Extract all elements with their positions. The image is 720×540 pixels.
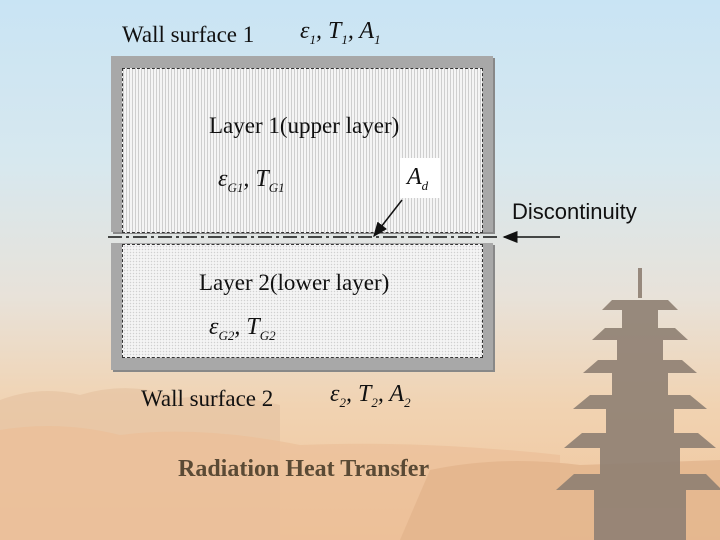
- area-d-box: [400, 158, 440, 198]
- area-d-pointer-arrow: [373, 199, 403, 238]
- layer-1-label: Layer 1(upper layer): [209, 113, 400, 138]
- lower-gas-layer: [122, 244, 483, 358]
- layer-2-properties: εG2, TG2: [209, 314, 276, 343]
- discontinuity-label: Discontinuity: [512, 199, 637, 224]
- layer-2-label: Layer 2(lower layer): [199, 270, 390, 295]
- upper-gas-layer: [122, 68, 483, 233]
- wall-2-label: Wall surface 2: [141, 386, 274, 411]
- area-d-symbol: Ad: [407, 164, 429, 193]
- wall-2-properties: ε2, T2, A2: [330, 381, 411, 410]
- wall-1-label: Wall surface 1: [122, 22, 255, 47]
- layer-1-properties: εG1, TG1: [218, 166, 285, 195]
- page-title: Radiation Heat Transfer: [178, 456, 430, 482]
- wall-1-properties: ε1, T1, A1: [300, 18, 381, 47]
